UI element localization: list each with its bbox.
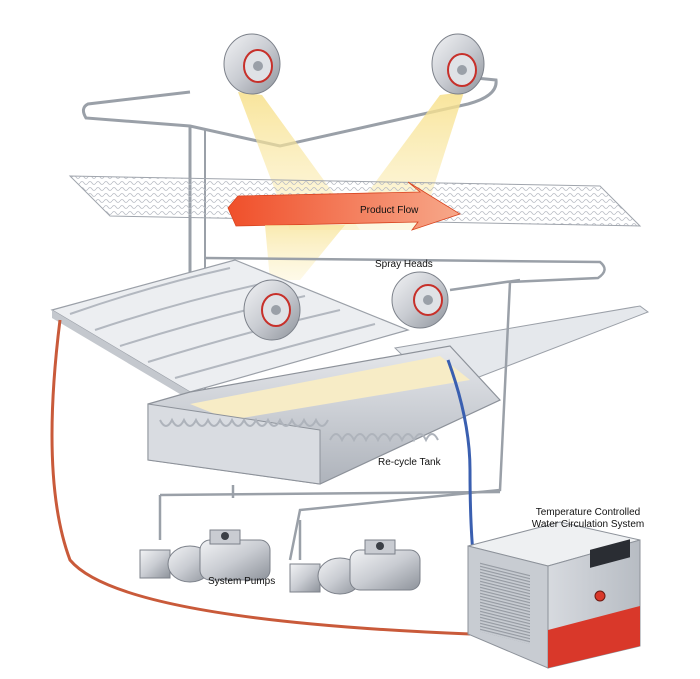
recycle-tank-label: Re-cycle Tank [378, 457, 441, 468]
spray-beams-bottom [265, 225, 345, 280]
water-system-label-line2: Water Circulation System [528, 519, 648, 531]
water-system-label-line1: Temperature Controlled [528, 507, 648, 519]
water-circulation-unit [468, 522, 640, 668]
spray-head [392, 272, 448, 328]
product-flow-label: Product Flow [360, 205, 418, 216]
spray-heads-label: Spray Heads [375, 259, 433, 270]
spray-head [432, 34, 484, 94]
water-circulation-system-label: Temperature Controlled Water Circulation… [528, 507, 648, 531]
system-pumps-label: System Pumps [208, 576, 275, 587]
pump [290, 540, 420, 594]
spray-head [224, 34, 280, 94]
spray-head [244, 280, 300, 340]
